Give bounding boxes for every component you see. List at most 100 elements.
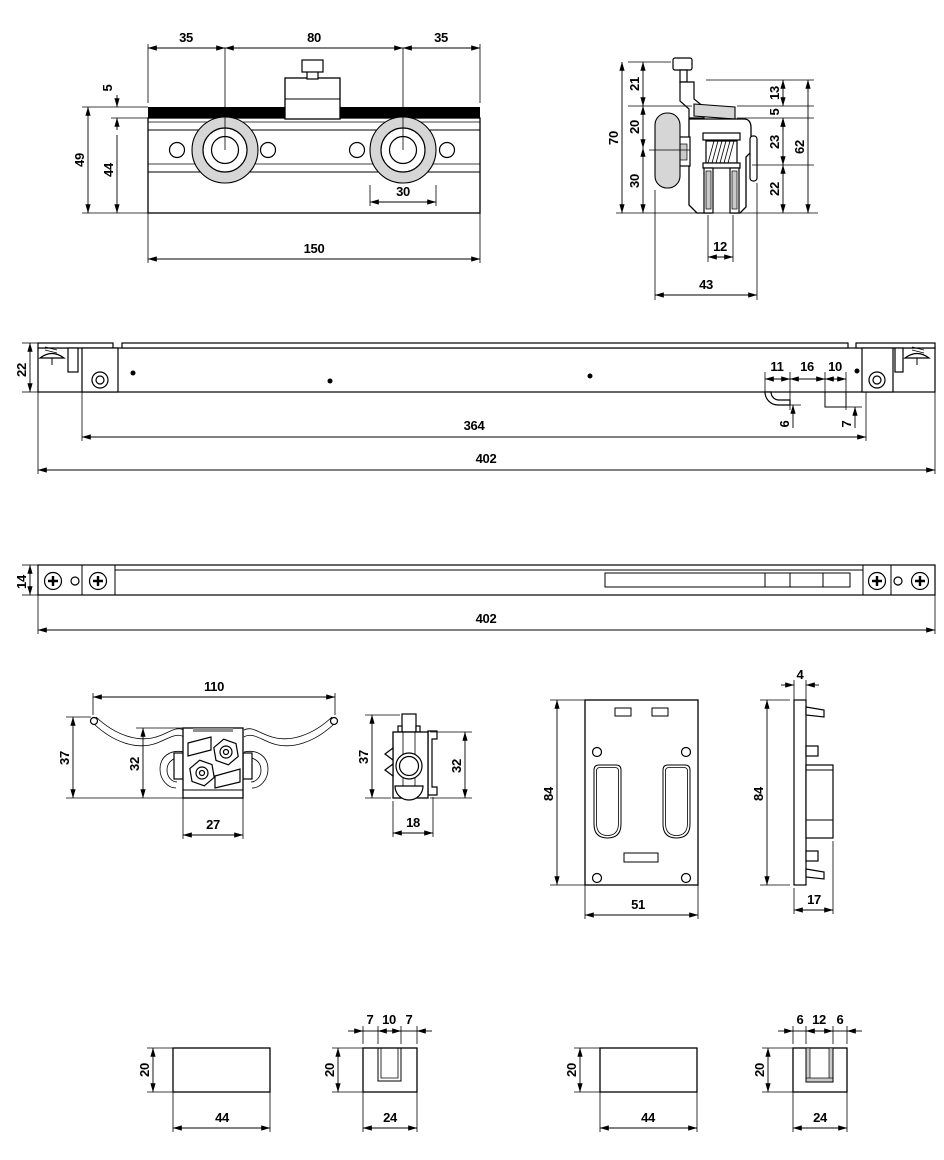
dim-7-right: 7 xyxy=(406,1012,413,1027)
screw-hole xyxy=(591,872,603,884)
oblong-cutout xyxy=(593,764,622,839)
screw-hole xyxy=(680,746,692,758)
screw-hole xyxy=(591,746,603,758)
dim-24: 24 xyxy=(813,1110,828,1125)
dim-37: 37 xyxy=(57,751,72,765)
side-flange xyxy=(427,730,438,796)
arm-curl xyxy=(159,750,185,789)
cap-solid-left-view: 20 44 xyxy=(137,1047,271,1132)
rivet xyxy=(854,368,860,374)
buffer-hook xyxy=(764,391,791,406)
dim-70: 70 xyxy=(606,131,621,145)
dim-17: 17 xyxy=(807,892,821,907)
rivet xyxy=(327,378,333,384)
stop-notch xyxy=(824,392,847,408)
screw-hole xyxy=(438,141,456,159)
plate-body xyxy=(793,699,807,886)
clamp-side-tab xyxy=(242,752,253,780)
tab xyxy=(805,850,819,862)
round-foot xyxy=(394,785,424,801)
screw-hole xyxy=(348,141,366,159)
hook-tab xyxy=(805,706,825,718)
dim-6-left: 6 xyxy=(797,1012,804,1027)
dim-110: 110 xyxy=(204,679,224,694)
dim-27: 27 xyxy=(206,817,220,832)
phillips-screw-icon xyxy=(867,571,887,591)
dim-10: 10 xyxy=(828,359,842,374)
dim-150: 150 xyxy=(304,241,325,256)
dim-12: 12 xyxy=(812,1012,826,1027)
dim-402: 402 xyxy=(476,451,497,466)
dim-20: 20 xyxy=(627,120,642,134)
gasket xyxy=(805,1047,811,1083)
rivet xyxy=(587,373,593,379)
pin-hole xyxy=(70,576,80,586)
dim-84: 84 xyxy=(541,786,556,801)
dim-22: 22 xyxy=(767,182,782,196)
dim-5: 5 xyxy=(767,108,782,115)
plate-front-view: 84 51 xyxy=(541,699,699,919)
dim-7-left: 7 xyxy=(367,1012,374,1027)
track-body xyxy=(37,347,936,393)
phillips-screw-icon xyxy=(43,571,63,591)
dim-364: 364 xyxy=(464,418,486,433)
cam-slot xyxy=(214,768,241,789)
dim-44: 44 xyxy=(101,162,116,177)
dim-44: 44 xyxy=(215,1110,230,1125)
dim-20: 20 xyxy=(322,1063,337,1077)
arm-tip xyxy=(89,716,99,726)
cap-body xyxy=(599,1047,698,1093)
dim-32: 32 xyxy=(127,757,142,771)
rail-section xyxy=(693,103,736,120)
plate-body xyxy=(584,699,699,886)
top-plate xyxy=(855,342,936,349)
cap-body xyxy=(172,1047,271,1093)
dim-37: 37 xyxy=(356,750,371,764)
dim-402: 402 xyxy=(476,611,497,626)
dim-12: 12 xyxy=(713,239,727,254)
arm-curl xyxy=(243,750,269,789)
oblong-cutout xyxy=(662,764,691,839)
dim-7: 7 xyxy=(839,420,854,427)
dim-20: 20 xyxy=(137,1063,152,1077)
clamp-block xyxy=(182,727,244,799)
tab xyxy=(805,745,819,757)
lower-track-view: 14 402 xyxy=(14,564,936,634)
dim-21: 21 xyxy=(627,77,642,91)
top-plate xyxy=(121,342,849,349)
dim-6: 6 xyxy=(777,420,792,427)
dim-24: 24 xyxy=(383,1110,398,1125)
dim-49: 49 xyxy=(72,153,87,167)
side-flange xyxy=(749,135,758,182)
bottom-slot xyxy=(623,852,659,863)
hanger-bolt-stem xyxy=(679,69,688,83)
dim-11: 11 xyxy=(770,359,783,374)
dim-51: 51 xyxy=(631,897,645,912)
spring-hatch xyxy=(707,140,735,164)
cap-channel-right-view: 6 12 6 20 24 xyxy=(752,1012,862,1132)
latch-bar xyxy=(894,347,904,373)
dim-62: 62 xyxy=(792,140,807,154)
grip-tooth xyxy=(384,746,394,762)
gasket xyxy=(705,170,712,210)
slot xyxy=(651,707,669,717)
hex-nut-icon xyxy=(189,759,215,787)
spring-cap xyxy=(702,132,741,141)
dim-6-right: 6 xyxy=(837,1012,844,1027)
slide-insert xyxy=(604,572,851,588)
dim-32: 32 xyxy=(449,759,464,773)
clamp-side-view: 37 32 18 xyxy=(356,713,472,837)
hook-tab xyxy=(805,868,825,880)
grip-tooth xyxy=(384,762,394,778)
dim-23: 23 xyxy=(767,135,782,149)
clamp-front-view: 110 37 32 27 xyxy=(57,679,339,839)
clamp-side-tab xyxy=(173,752,184,780)
gasket xyxy=(805,1077,834,1083)
cap-body xyxy=(792,1047,848,1093)
wheel-section xyxy=(654,112,681,189)
screw-hole xyxy=(168,141,186,159)
upper-track-view: 22 11 16 10 6 7 364 402 xyxy=(14,342,936,474)
dim-16: 16 xyxy=(800,359,814,374)
dim-35-right: 35 xyxy=(434,30,448,45)
